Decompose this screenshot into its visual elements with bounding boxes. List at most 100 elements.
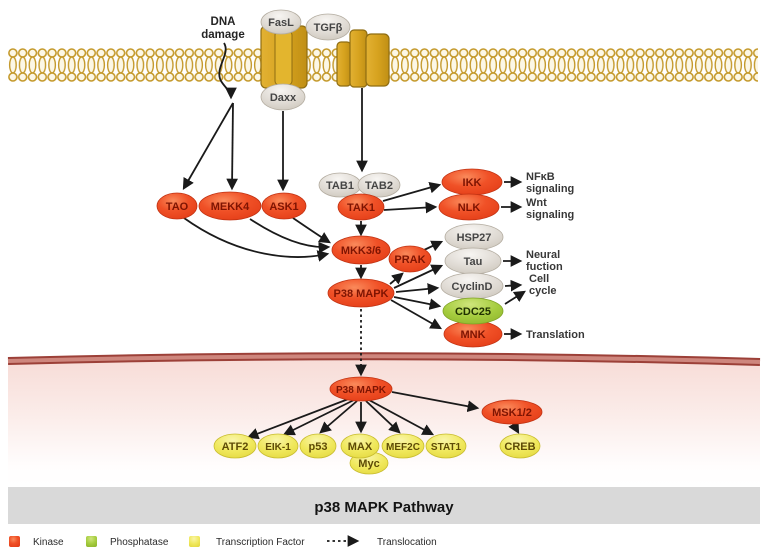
node-atf2-label: ATF2 [222, 441, 249, 453]
dna-damage-line2: damage [201, 29, 244, 41]
node-p53-label: p53 [309, 441, 328, 453]
arrow-junction-tao [182, 102, 234, 191]
arrow-msk12-creb [508, 420, 520, 435]
node-nlk-label: NLK [458, 202, 481, 214]
dna-damage-line1: DNA [211, 16, 236, 28]
node-daxx: Daxx [260, 83, 306, 111]
output-nfkb-line1: NFκB [526, 171, 555, 183]
node-tak1-label: TAK1 [347, 202, 375, 214]
arrow-tao-mkk36 [183, 217, 330, 262]
arrow-p38n-eik1 [282, 399, 355, 436]
node-p38-mapk: P38 MAPK [327, 278, 395, 308]
arrow-p38n-msk12 [391, 391, 480, 413]
node-stat1-label: STAT1 [431, 442, 462, 453]
nucleus-region [8, 356, 760, 486]
legend-tf-swatch [189, 536, 200, 547]
output-neural-line2: fuction [526, 261, 563, 273]
legend-tf-label: Transcription Factor [216, 537, 305, 548]
fas-receptor [260, 25, 308, 89]
node-cdc25: CDC25 [442, 297, 504, 325]
output-cell-line1: Cell [529, 273, 549, 285]
node-ikk: IKK [441, 168, 503, 196]
node-cdc25-label: CDC25 [455, 306, 491, 318]
legend-translocation-label: Translocation [377, 537, 437, 548]
node-mekk4: MEKK4 [198, 191, 262, 221]
node-ikk-label: IKK [463, 177, 482, 189]
tgfb-receptor [336, 29, 390, 88]
node-tgfb-label: TGFβ [314, 22, 343, 34]
node-tgfb: TGFβ [305, 13, 351, 41]
node-mnk-label: MNK [460, 329, 485, 341]
node-creb-label: CREB [504, 441, 535, 453]
legend-phosphatase-label: Phosphatase [110, 537, 169, 548]
node-tab2-label: TAB2 [365, 180, 393, 192]
output-wnt-line2: signaling [526, 209, 574, 221]
output-neural-line1: Neural [526, 249, 560, 261]
arrow-p38n-mef2c [365, 400, 401, 434]
node-ask1: ASK1 [261, 192, 307, 220]
node-tab1: TAB1 [318, 172, 362, 198]
node-tau-label: Tau [464, 256, 483, 268]
arrow-junction-mekk4 [226, 102, 238, 191]
arrow-tak1-nlk [383, 201, 438, 214]
node-max-label: MAX [348, 441, 373, 453]
arrow-p38-cyclind [395, 283, 440, 295]
arrow-tak1-ikk [382, 181, 442, 202]
tgfb-receptor-bar1 [336, 41, 352, 87]
node-p53: p53 [299, 433, 337, 459]
arrow-ask1-mkk36 [292, 217, 331, 244]
legend-kinase-label: Kinase [33, 537, 64, 548]
node-tau: Tau [444, 247, 502, 275]
node-cyclind: CyclinD [440, 272, 504, 300]
legend-kinase-swatch [9, 536, 20, 547]
legend: Kinase Phosphatase Transcription Factor … [9, 535, 437, 548]
node-hsp27-label: HSP27 [457, 232, 492, 244]
pathway-title: p38 MAPK Pathway [314, 499, 454, 516]
arrow-mekk4-mkk36 [249, 218, 331, 254]
tgfb-receptor-bar2 [349, 29, 368, 88]
node-ask1-label: ASK1 [269, 201, 298, 213]
node-p38-mapk-nuclear: P38 MAPK [329, 376, 393, 402]
arrow-p38-mnk [390, 299, 443, 330]
legend-phosphatase-swatch [86, 536, 97, 547]
dna-damage-label: DNA damage [201, 16, 244, 41]
node-fasl: FasL [260, 9, 302, 35]
output-labels: NFκB signaling Wnt signaling Neural fuct… [526, 171, 585, 341]
arrow-p38n-atf2 [246, 397, 352, 440]
footer-bar-bg [8, 487, 760, 524]
node-myc-label: Myc [358, 458, 379, 470]
node-tab2: TAB2 [357, 172, 401, 198]
node-mef2c-label: MEF2C [386, 442, 420, 453]
node-stat1: STAT1 [425, 433, 467, 459]
node-eik1: EIK-1 [257, 433, 299, 459]
tgfb-receptor-bar3 [365, 33, 390, 87]
node-tao: TAO [156, 192, 198, 220]
output-cell-line2: cycle [529, 285, 557, 297]
node-mkk36-label: MKK3/6 [341, 245, 381, 257]
node-max: MAX [340, 433, 380, 459]
footer-bar: p38 MAPK Pathway [8, 487, 760, 524]
node-msk12-label: MSK1/2 [492, 407, 532, 419]
node-prak: PRAK [388, 245, 432, 273]
arrow-cyclind-cellcycle [504, 279, 523, 292]
arrow-p38-cdc25 [393, 296, 442, 310]
node-mekk4-label: MEKK4 [211, 201, 250, 213]
nuclear-membrane-inner [7, 354, 761, 364]
node-tab1-label: TAB1 [326, 180, 354, 192]
node-mnk: MNK [443, 320, 503, 348]
arrows [182, 42, 526, 440]
node-nlk: NLK [438, 193, 500, 221]
output-translation: Translation [526, 329, 585, 341]
arrow-cdc25-cellcycle [504, 290, 526, 305]
node-prak-label: PRAK [394, 254, 425, 266]
node-mkk36: MKK3/6 [331, 235, 391, 265]
node-daxx-label: Daxx [270, 92, 297, 104]
node-p38-label: P38 MAPK [333, 288, 388, 300]
node-mef2c: MEF2C [381, 433, 425, 459]
arrow-p38n-stat1 [368, 399, 435, 436]
arrow-p38n-p53 [319, 400, 358, 434]
node-hsp27: HSP27 [444, 223, 504, 251]
node-creb: CREB [499, 433, 541, 459]
